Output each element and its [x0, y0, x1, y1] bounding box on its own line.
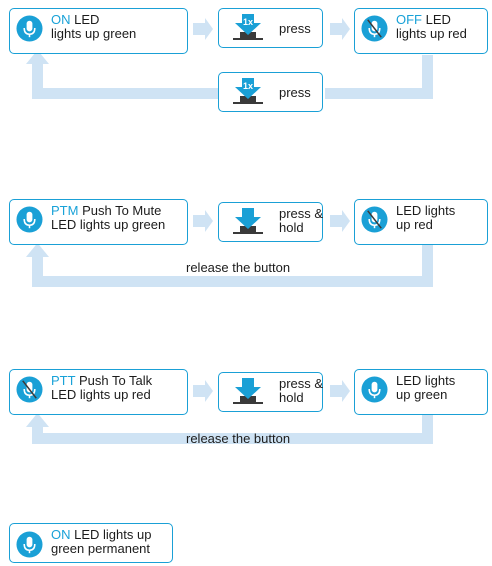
release-label: release the button [186, 431, 291, 446]
loop-line [32, 433, 433, 444]
loop-line [32, 60, 43, 99]
arrow-right-icon [330, 18, 350, 40]
muted-microphone-icon [361, 15, 388, 42]
arrow-up-icon [26, 50, 49, 64]
press-button-icon: 1x [233, 78, 263, 104]
ptm-result-text: LED lights up red [396, 203, 456, 232]
press-count-badge: 1x [243, 81, 253, 91]
ptt-state-text: PTT Push To Talk LED lights up red [51, 373, 153, 402]
release-label: release the button [186, 260, 291, 275]
on-permanent-highlight: ON [51, 527, 71, 542]
off-state-box: OFF LED lights up red [354, 8, 488, 54]
arrow-right-icon [193, 210, 213, 232]
microphone-icon [16, 531, 43, 558]
ptm-state-box: PTM Push To Mute LED lights up green [9, 199, 188, 245]
ptm-state-text: PTM Push To Mute LED lights up green [51, 203, 166, 232]
on-state-text: ON LED lights up green [51, 12, 137, 41]
muted-microphone-icon [16, 376, 43, 403]
press-hold-label: press & hold [279, 376, 324, 405]
press-hold-box: press & hold [218, 202, 323, 242]
press-label: press [279, 85, 311, 100]
loop-line [325, 88, 433, 99]
loop-line [32, 88, 222, 99]
ptm-result-box: LED lights up red [354, 199, 488, 245]
arrow-right-icon [330, 210, 350, 232]
arrow-right-icon [193, 18, 213, 40]
press-once-box: 1x press [218, 8, 323, 48]
loop-line [32, 422, 43, 444]
press-label: press [279, 21, 311, 36]
ptt-result-text: LED lights up green [396, 373, 456, 402]
arrow-up-icon [26, 413, 49, 427]
press-hold-icon [233, 208, 263, 234]
microphone-icon [16, 206, 43, 233]
press-hold-icon [233, 378, 263, 404]
press-return-box: 1x press [218, 72, 323, 112]
press-hold-box: press & hold [218, 372, 323, 412]
arrow-up-icon [26, 243, 49, 257]
ptt-state-box: PTT Push To Talk LED lights up red [9, 369, 188, 415]
ptt-highlight: PTT [51, 373, 76, 388]
press-hold-label: press & hold [279, 206, 324, 235]
ptt-result-box: LED lights up green [354, 369, 488, 415]
on-permanent-text: ON LED lights up green permanent [51, 527, 152, 556]
loop-line [422, 412, 433, 444]
loop-line [32, 252, 43, 287]
on-state-box: ON LED lights up green [9, 8, 188, 54]
arrow-right-icon [330, 380, 350, 402]
ptm-highlight: PTM [51, 203, 79, 218]
arrow-right-icon [193, 380, 213, 402]
on-permanent-box: ON LED lights up green permanent [9, 523, 173, 563]
off-highlight: OFF [396, 12, 422, 27]
loop-line [422, 244, 433, 287]
muted-microphone-icon [361, 206, 388, 233]
off-state-text: OFF LED lights up red [396, 12, 467, 41]
press-count-badge: 1x [243, 17, 253, 27]
microphone-icon [361, 376, 388, 403]
loop-line [422, 55, 433, 99]
press-button-icon: 1x [233, 14, 263, 40]
on-highlight: ON [51, 12, 71, 27]
microphone-icon [16, 15, 43, 42]
loop-line [32, 276, 433, 287]
